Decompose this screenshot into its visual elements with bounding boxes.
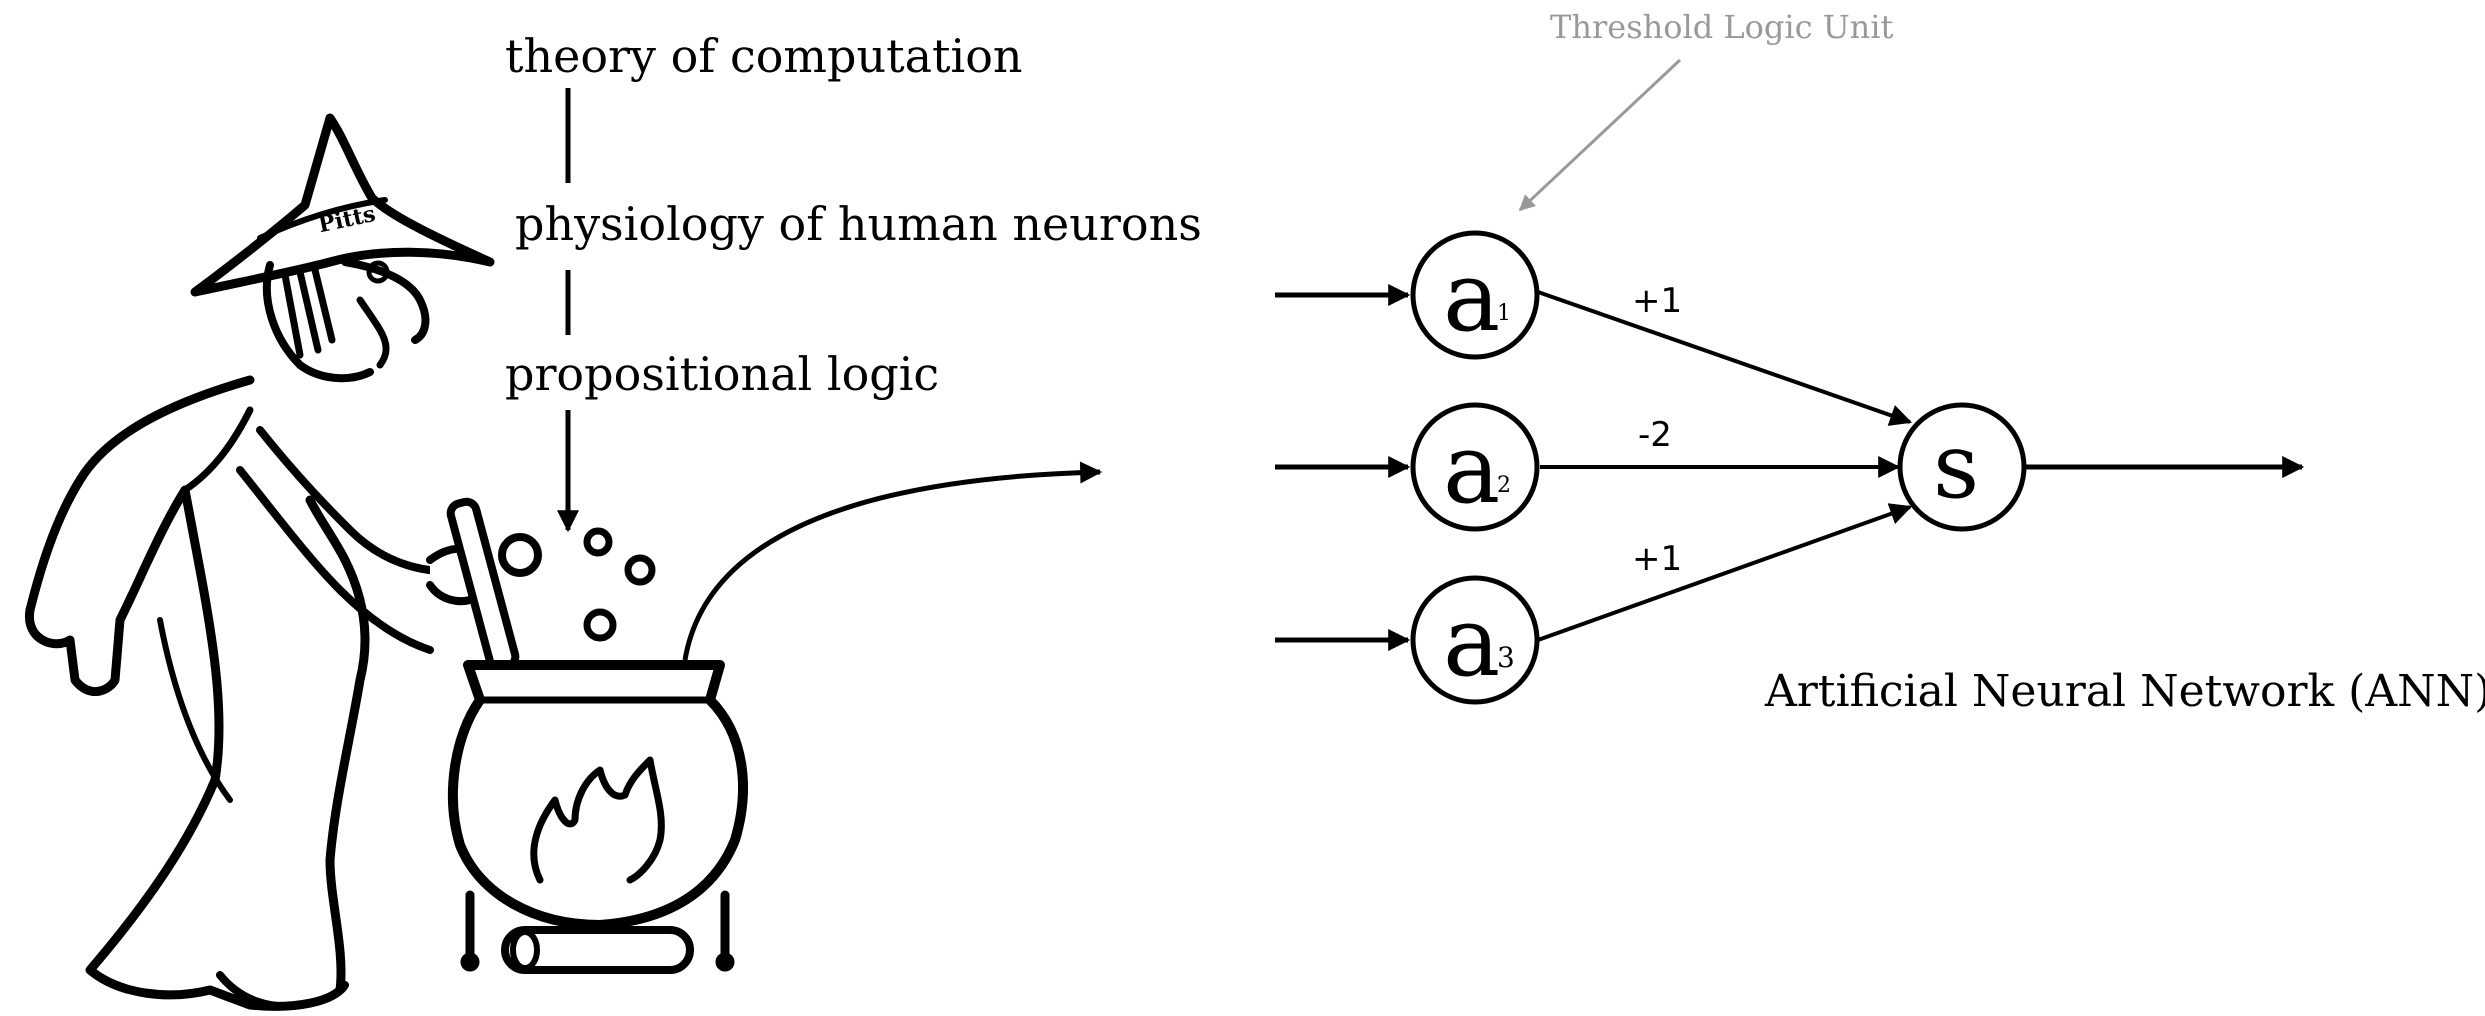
- node-s-letter: s: [1933, 414, 1979, 519]
- node-a3-subscript: 3: [1497, 641, 1515, 674]
- node-a2-subscript: 2: [1497, 473, 1511, 498]
- curved-output-arrow: [682, 461, 1103, 661]
- weight-label-2: -2: [1638, 415, 1672, 455]
- wizard-hat: [190, 113, 495, 297]
- wizard-illustration: Pitts: [25, 113, 542, 1011]
- node-a2-letter: a: [1443, 413, 1500, 525]
- node-a3-letter: a: [1443, 586, 1500, 698]
- output-node-s: s: [1897, 402, 2027, 532]
- concept-theory-of-computation: theory of computation: [505, 29, 1023, 83]
- weight-label-3: +1: [1632, 539, 1682, 579]
- concept-physiology: physiology of human neurons: [515, 197, 1202, 251]
- cauldron: [447, 660, 748, 974]
- tlu-annotation-arrow: [1518, 58, 1682, 212]
- weight-label-1: +1: [1632, 281, 1682, 321]
- wizard-eye: [366, 260, 390, 284]
- wizard-robe: [25, 375, 370, 1011]
- concept-propositional-logic: propositional logic: [505, 347, 939, 401]
- input-node-a2: a 2: [1410, 402, 1540, 532]
- input-node-a3: a 3: [1410, 575, 1540, 705]
- node-a1-subscript: 1: [1497, 301, 1511, 326]
- bubbles: [583, 527, 656, 642]
- edge-1: [1537, 290, 1913, 426]
- fire: [530, 756, 665, 884]
- ann-caption: Artificial Neural Network (ANN): [1764, 666, 2485, 717]
- tlu-annotation-label: Threshold Logic Unit: [1550, 8, 1894, 46]
- node-a1-letter: a: [1443, 241, 1500, 353]
- input-node-a1: a 1: [1410, 230, 1540, 360]
- edge-3: [1537, 503, 1913, 642]
